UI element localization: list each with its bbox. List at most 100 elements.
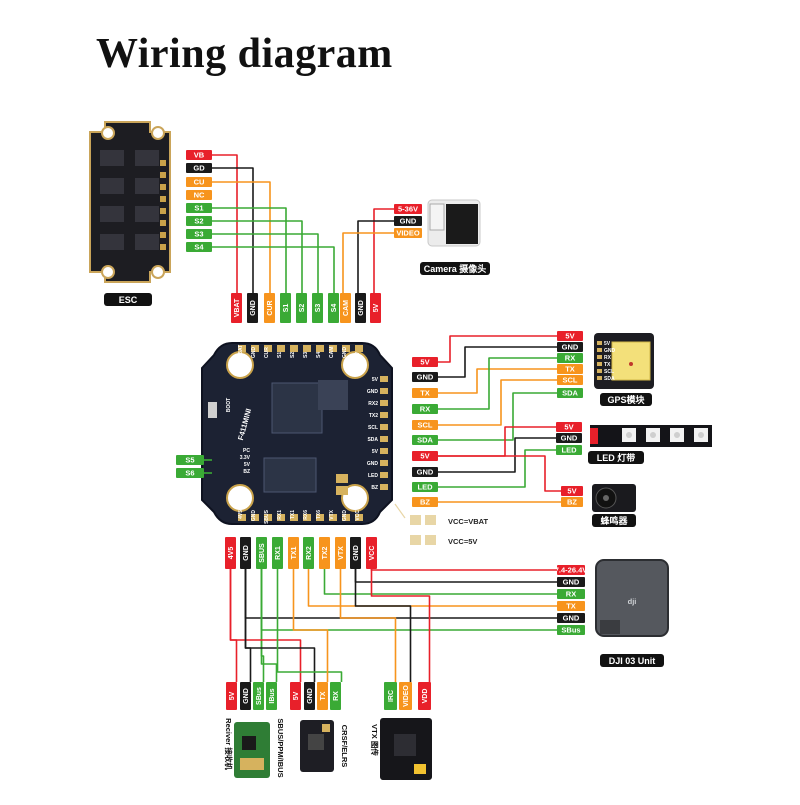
rx-sbus-pin-tag-bg (240, 682, 251, 710)
gps-pin-label: 5V (604, 341, 611, 347)
dji-wire (260, 569, 557, 631)
esc-tag: S4 (186, 242, 212, 252)
esc-tag: VB (186, 150, 212, 160)
fc-bottom-pin-tag-text: RX1 (275, 546, 282, 560)
fc-right-silk: RX2 (368, 401, 378, 407)
vcc-note: VCC=VBAT (448, 517, 488, 526)
esc-mosfet (100, 206, 124, 222)
gps-tag: SDA (557, 388, 583, 398)
fc-right-pin-tag-bg (412, 451, 438, 461)
fc-top-pin-tag-text: CAM (343, 300, 350, 316)
esc-label-bg (104, 293, 152, 306)
gps-tag: 5V (557, 331, 583, 341)
rx-crsf-pin-tag-bg (330, 682, 341, 710)
fc-top-pin-tag: CAM (340, 293, 351, 323)
fc-right-pin-tag: BZ (412, 497, 438, 507)
fc-bottom-pin-tag: RX2 (303, 537, 314, 569)
dji-tag-bg (557, 589, 585, 599)
bottom-wire (339, 569, 397, 682)
gps-pin-label: SCL (604, 369, 614, 375)
fc-bottom-pin-tag-text: GND (243, 545, 250, 561)
esc-wire (212, 246, 335, 293)
gps-tag: TX (557, 364, 583, 374)
side-pad-tag-text: S5 (185, 456, 194, 465)
fc-top-pin-tag-bg (340, 293, 351, 323)
fc-right-pad (380, 388, 388, 394)
bottom-wire (229, 569, 238, 682)
esc-mosfet (135, 206, 159, 222)
fc-right-pin-tag-text: GND (417, 468, 434, 477)
fc-bottom-pin-tag-text: 4V5 (228, 547, 235, 560)
receiver-sbus-chip (242, 736, 256, 750)
fc-right-pin-tag-bg (412, 404, 438, 414)
led-chip-center (674, 432, 680, 438)
fc-bottom-pin-tag: VTX (335, 537, 346, 569)
fc-right-pin-tag-text: SCL (418, 421, 433, 430)
buzzer-module (592, 484, 636, 512)
gps-pin-pad (597, 348, 602, 352)
led-chip-center (650, 432, 656, 438)
dji-label: DJI 03 Unit (609, 656, 656, 666)
gps-pin-label: RX (604, 355, 612, 361)
vtx-connector (414, 764, 426, 774)
buzzer-tag-bg (561, 497, 583, 507)
receiver-sbus-board (234, 722, 270, 778)
rx-crsf-pin-tag: TX (317, 682, 328, 710)
led-tag: 5V (556, 422, 582, 432)
dji-tag: RX (557, 589, 585, 599)
esc-tag-text: S1 (194, 204, 203, 213)
rx-crsf-pin-tag-bg (304, 682, 315, 710)
rx-crsf-pin-tag-text: GND (307, 688, 314, 704)
fc-bottom-silk: 4V5 (238, 510, 244, 519)
fc-bottom-pin-tag-bg (319, 537, 330, 569)
esc-tag: S2 (186, 216, 212, 226)
buzzer-tag: BZ (561, 497, 583, 507)
led-strip (590, 425, 712, 447)
dji-tag: TX (557, 601, 585, 611)
rx-sbus-pin-tag-bg (226, 682, 237, 710)
fc-right-pin-tag: 5V (412, 357, 438, 367)
camera-tag-text: VIDEO (396, 229, 420, 238)
fc-right-pin-tag-bg (412, 482, 438, 492)
gps-pin-pad (597, 369, 602, 373)
bottom-wire (244, 569, 316, 682)
dji-tag-text: GND (563, 614, 580, 623)
fc-top-pin-tag: CUR (264, 293, 275, 323)
fc-right-pin-tag: 5V (412, 451, 438, 461)
fc-top-pad (303, 345, 311, 352)
fc-bottom-pin-tag: RX1 (272, 537, 283, 569)
fc-top-pin-tag: GND (247, 293, 258, 323)
fc-top-pad (251, 345, 259, 352)
esc-wire (212, 167, 254, 293)
fc-right-pad (380, 400, 388, 406)
fc-top-pin-tag-text: GND (250, 300, 257, 316)
esc-tag-bg (186, 216, 212, 226)
gps-tag-bg (557, 375, 583, 385)
fc-mcu (271, 382, 323, 434)
fc-mount-hole (341, 484, 369, 512)
bottom-wire (354, 569, 412, 682)
gps-wire (438, 368, 557, 394)
camera-tag: VIDEO (394, 228, 422, 238)
gps-pin-label: SDA (604, 376, 615, 382)
receiver-crsf-board (300, 720, 334, 772)
gps-wire (438, 379, 557, 426)
gps-tag-text: SDA (562, 389, 578, 398)
esc-wire (212, 233, 319, 293)
esc-tag: CU (186, 177, 212, 187)
fc-right-pin-tag-text: LED (418, 483, 434, 492)
fc-top-pin-tag-text: S4 (331, 304, 338, 313)
bottom-wire (370, 569, 431, 682)
dji-tag-bg (557, 613, 585, 623)
fc-bottom-pin-tag-text: VTX (338, 546, 345, 560)
receiver-sbus-label: Reciver 接收机 (224, 718, 234, 770)
esc-pad (160, 244, 166, 250)
fc-right-pad (380, 436, 388, 442)
fc-right-pin-tag-text: GND (417, 373, 434, 382)
fc-left-silk: BZ (243, 469, 250, 475)
gps-tag-text: 5V (565, 332, 574, 341)
esc-tag-text: S2 (194, 217, 203, 226)
fc-top-pin-tag: GND (355, 293, 366, 323)
fc-top-pin-tag-bg (264, 293, 275, 323)
